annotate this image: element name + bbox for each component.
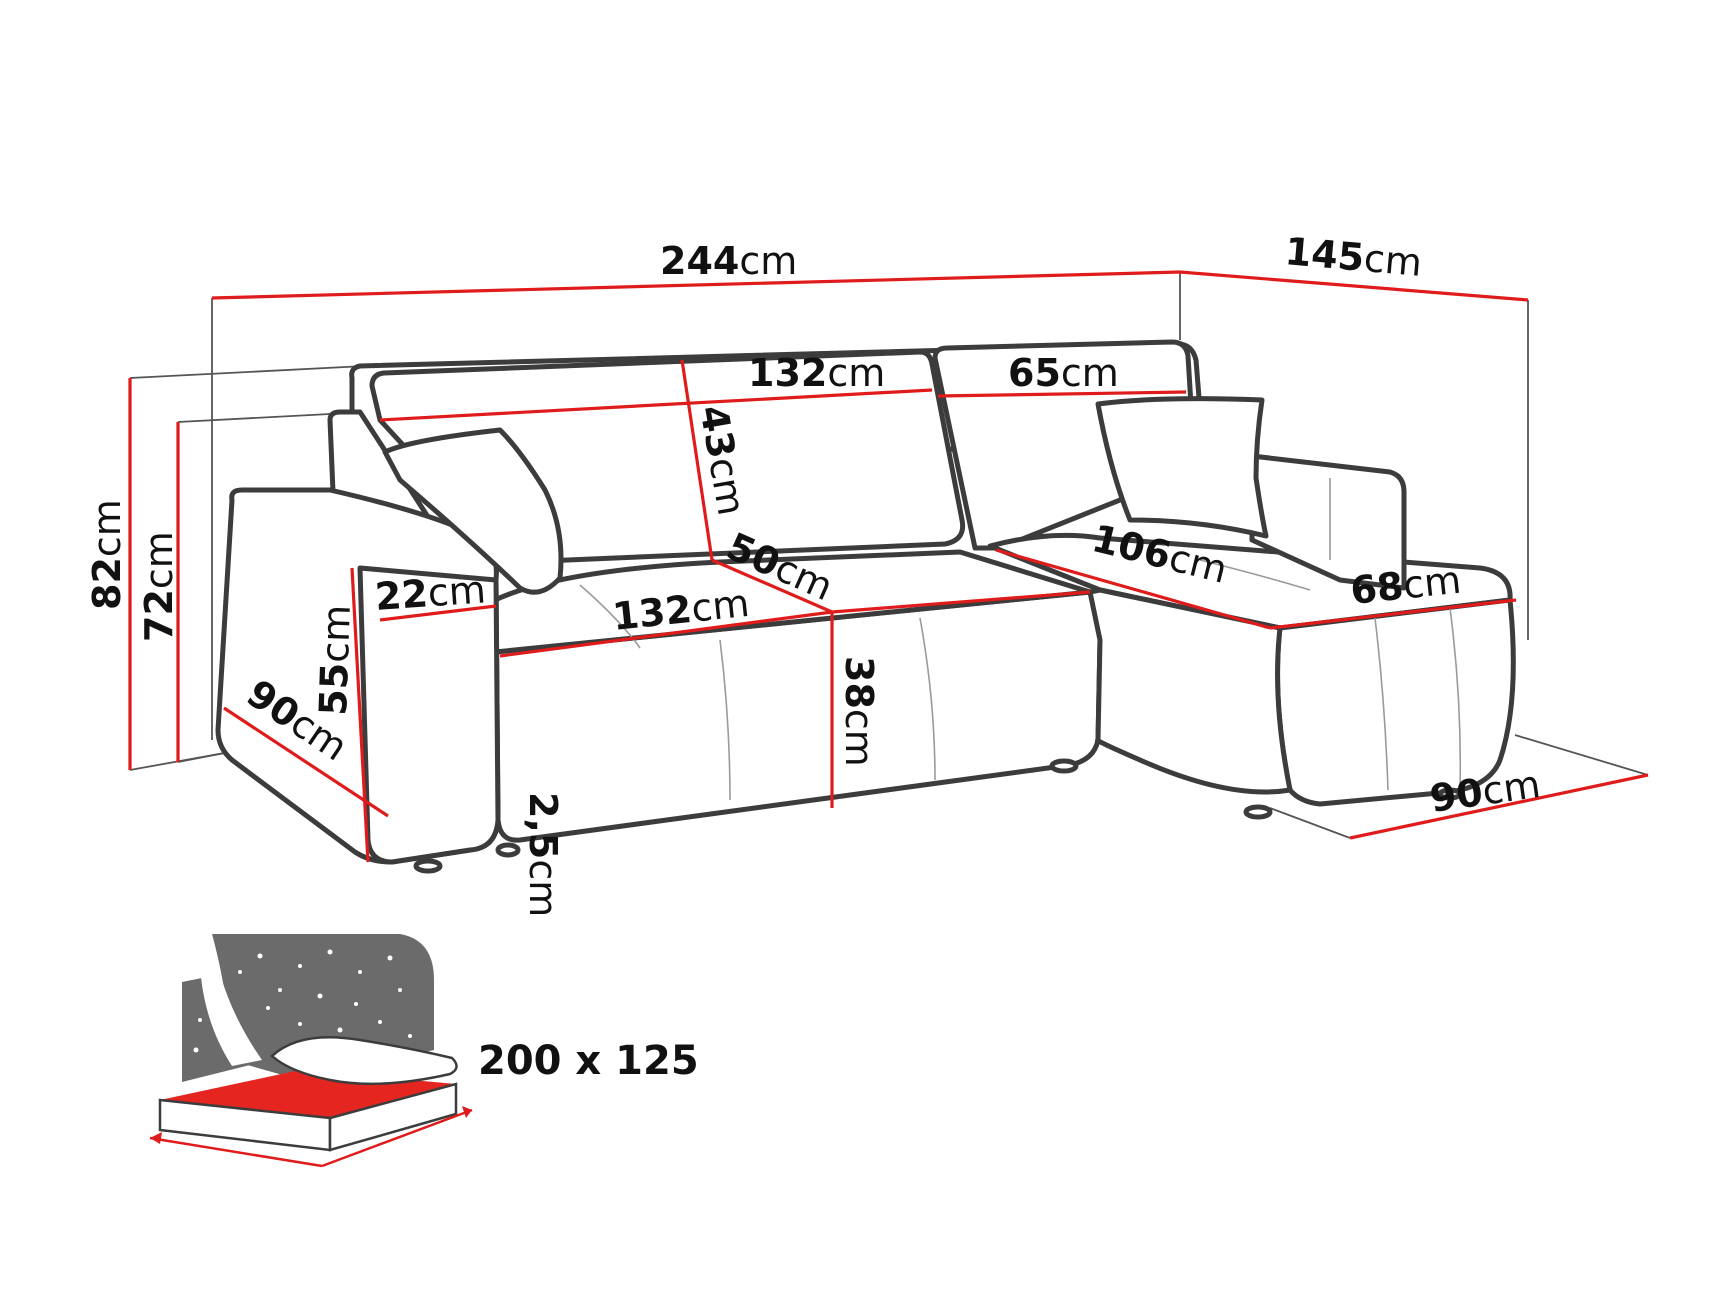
label-arm-inner-height: 55cm [311, 604, 359, 716]
label-chaise-width: 68cm [1348, 558, 1463, 613]
sofa-drawing [129, 271, 1649, 874]
dim-line-back-right [937, 390, 1187, 398]
dim-line-chaise-inner [995, 548, 1271, 630]
leg [495, 842, 521, 858]
chaise-side [1087, 587, 1293, 795]
dim-line-seat-width [499, 610, 833, 658]
left-armrest-front [357, 565, 501, 865]
leg [1049, 758, 1079, 774]
dim-line-total-width [211, 270, 1181, 300]
dim-line-chaise-length [1179, 270, 1529, 302]
label-seat-width: 132cm [610, 581, 751, 639]
dim-line-arm-inner-height [350, 567, 370, 863]
label-chaise-length: 145cm [1283, 229, 1424, 285]
seat-top [492, 549, 1093, 655]
leg [413, 858, 443, 874]
label-back-width: 132cm [748, 351, 885, 395]
stars [193, 949, 412, 1053]
dim-line-seat-right [831, 590, 1091, 614]
right-throw-pillow [1095, 396, 1269, 539]
dim-line-back-divider [680, 359, 714, 561]
leg [1243, 804, 1273, 820]
dim-line-chaise-depth [1349, 773, 1649, 840]
dim-line-arm-width [379, 604, 497, 622]
left-throw-pillow [382, 427, 564, 595]
label-back-height: 43cm [691, 402, 754, 519]
dim-line-chaise-width [1269, 598, 1517, 630]
label-total-width: 244cm [660, 239, 797, 283]
label-total-height: 82cm [85, 499, 129, 610]
dim-line-back-width [379, 388, 933, 422]
leg [1437, 787, 1463, 801]
dimension-lines [128, 270, 1649, 863]
label-back-right: 65cm [1008, 351, 1119, 395]
label-seat-height: 38cm [837, 656, 881, 767]
label-armrest-height: 72cm [137, 531, 181, 642]
label-leg-height: 2,5cm [521, 792, 565, 917]
label-arm-width: 22cm [374, 567, 488, 619]
dim-line-depth [223, 706, 389, 818]
dim-line-seat-depth [711, 558, 833, 614]
bed-function-icon: 200 x 125 [149, 934, 699, 1168]
bed-size-label: 200 x 125 [478, 1038, 699, 1084]
dimension-labels: 244cm 145cm 82cm 72cm 132cm 65cm 43cm 50… [85, 229, 1543, 917]
label-chaise-depth: 90cm [1427, 762, 1543, 821]
right-armrest [1249, 453, 1407, 591]
